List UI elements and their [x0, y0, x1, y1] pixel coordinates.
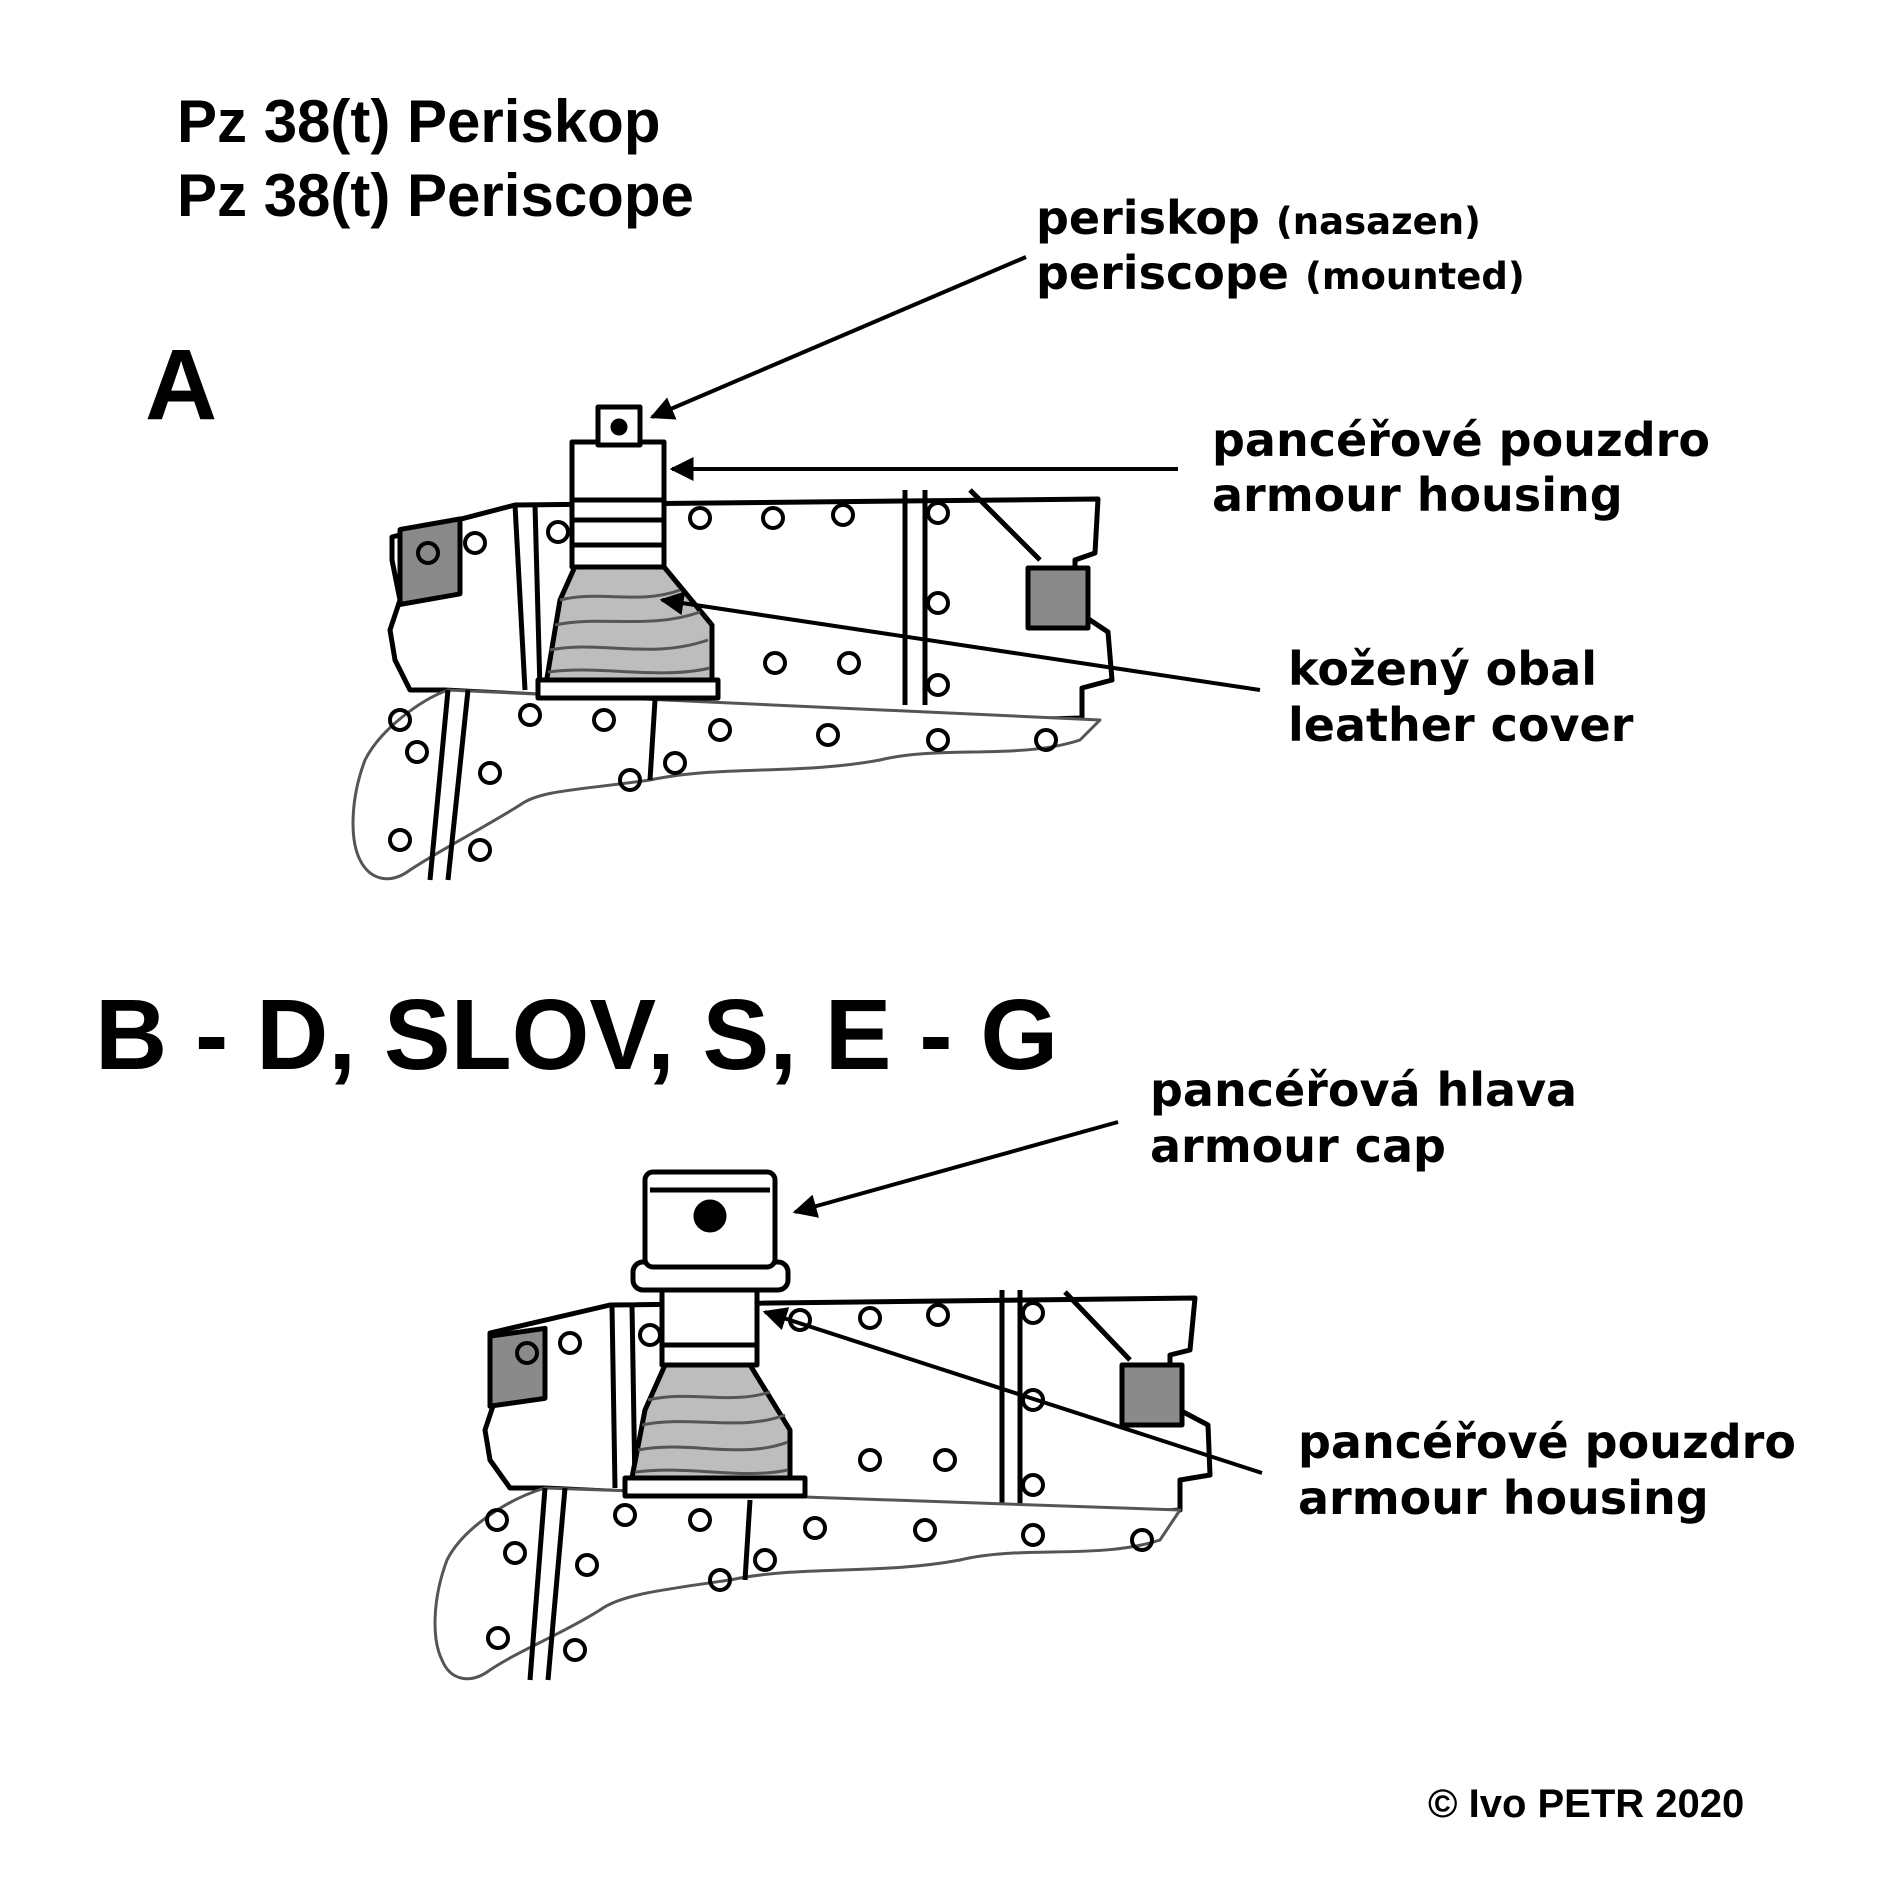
label-a-housing-en: armour housing [1212, 468, 1623, 522]
title-line-1: Pz 38(t) Periskop [177, 88, 661, 155]
a-vision-block-right [1025, 565, 1091, 631]
a-hull-plate [387, 496, 1115, 723]
b-vision-block-left [487, 1325, 548, 1409]
title-line-2: Pz 38(t) Periscope [177, 162, 694, 229]
label-periscope-en-note: (mounted) [1304, 255, 1525, 298]
b-vision-block-right [1119, 1362, 1185, 1428]
label-periscope-en: periscope (mounted) [1036, 250, 1525, 296]
copyright: © Ivo PETR 2020 [1428, 1782, 1745, 1826]
b-lower-hull [433, 1486, 1182, 1681]
variant-label-a: A [145, 329, 218, 441]
label-leather-en: leather cover [1288, 698, 1634, 752]
label-a-housing-cz: pancéřové pouzdro [1212, 413, 1710, 467]
label-periscope-cz-note: (nasazen) [1275, 200, 1481, 243]
label-b-housing-cz: pancéřové pouzdro [1298, 1415, 1796, 1469]
panel-a-drawing [351, 255, 1261, 881]
b-armour-housing [659, 1287, 760, 1368]
panel-b-drawing [433, 1120, 1263, 1681]
b-rivets [485, 1301, 1154, 1662]
a-rivets [388, 501, 1058, 862]
label-b-housing-en: armour housing [1298, 1471, 1709, 1525]
label-periscope-cz-word: periskop [1036, 191, 1260, 245]
label-periscope-cz: periskop (nasazen) [1036, 195, 1481, 241]
label-leather-cz: kožený obal [1288, 642, 1598, 696]
label-cap-en: armour cap [1150, 1119, 1446, 1173]
a-lower-hull [351, 688, 1102, 881]
a-armour-housing [569, 439, 667, 570]
variant-label-b: B - D, SLOV, S, E - G [95, 979, 1059, 1091]
label-periscope-en-word: periscope [1036, 246, 1289, 300]
label-cap-cz: pancéřová hlava [1150, 1063, 1578, 1117]
